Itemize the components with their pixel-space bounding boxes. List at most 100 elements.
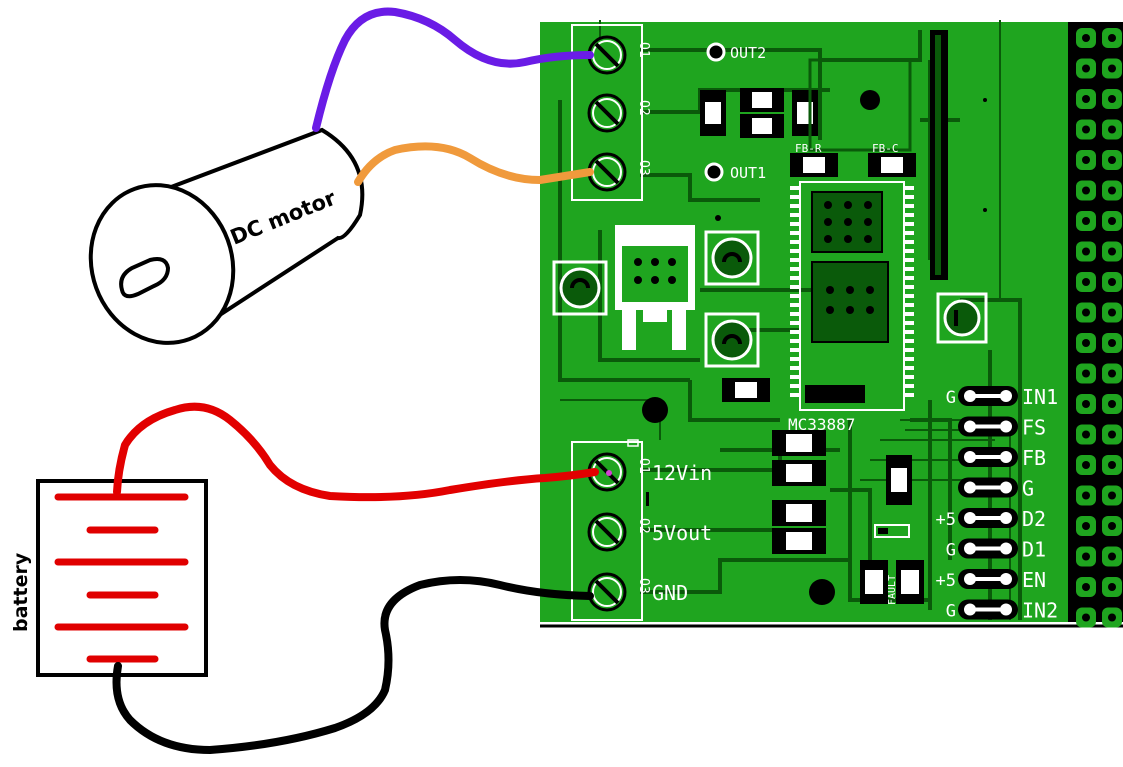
header-pad-hole: [1082, 278, 1090, 286]
ic-pin: [904, 330, 914, 334]
ic-pin: [790, 213, 800, 217]
header-pad-hole: [1082, 156, 1090, 164]
signal-pin-right-label: FS: [1022, 416, 1046, 440]
header-pad-hole: [1108, 400, 1116, 408]
terminal-pin-label: O3: [636, 160, 651, 176]
header-pad-hole: [1082, 491, 1090, 500]
battery-label: battery: [10, 552, 32, 632]
signal-pin-right-label: G: [1022, 477, 1034, 501]
ic-pin: [904, 348, 914, 352]
header-pad-hole: [1082, 34, 1090, 42]
signal-pin-hole: [1000, 481, 1012, 494]
wires: [112, 7, 612, 754]
ic-pin: [904, 375, 914, 379]
ic-pin: [790, 303, 800, 307]
vin-solder-dot: [606, 470, 612, 476]
chip-label: MC33887: [788, 415, 855, 434]
ic-pin: [904, 303, 914, 307]
header-pad-hole: [1108, 156, 1116, 164]
mc33887-ic: MC33887: [788, 181, 914, 434]
signal-pin-row: FS: [958, 416, 1046, 440]
ic-pin: [790, 357, 800, 361]
signal-pin-hole: [1000, 390, 1012, 402]
signal-pin-hole: [964, 420, 976, 433]
header-pad-hole: [1082, 95, 1090, 103]
signal-pin-right-label: EN: [1022, 568, 1046, 592]
terminal-pin-label: O2: [636, 518, 651, 534]
dc-motor: DC motor: [88, 127, 365, 345]
ic-pin: [790, 294, 800, 298]
signal-pin-row: G D1: [946, 538, 1046, 562]
signal-pin-hole: [964, 603, 976, 616]
screw-terminal-ring: [592, 98, 622, 128]
smd-resistors-top: [700, 58, 912, 152]
screw-slot: [594, 42, 620, 68]
fault-label: FAULT: [887, 575, 898, 605]
battery-case: [36, 479, 208, 677]
out2-label: OUT2: [730, 44, 766, 62]
signal-pin-jumper: [975, 424, 1001, 429]
ic-pin: [904, 213, 914, 217]
header-pad-hole: [1082, 247, 1090, 256]
motor-shaft: [119, 257, 171, 299]
screw-slot: [594, 519, 620, 545]
signal-pin-left-label: G: [946, 602, 956, 622]
header-pad-hole: [1108, 64, 1116, 73]
header-pad-hole: [1108, 247, 1116, 256]
signal-pin-left-label: G: [946, 541, 956, 561]
header-pad-hole: [1082, 308, 1090, 317]
ic-pin: [904, 204, 914, 208]
signal-pin-hole: [1000, 603, 1012, 616]
header-pad-hole: [1082, 339, 1090, 347]
output-terminal-outline: [571, 24, 643, 201]
signal-pin-jumper: [975, 516, 1001, 520]
signal-pin-right-label: D2: [1022, 507, 1046, 531]
terminal-pin-label: O1: [636, 458, 651, 474]
ic-pin: [904, 258, 914, 262]
battery: battery: [10, 479, 208, 677]
fb-c-label: FB-C: [872, 142, 899, 155]
header-pad-hole: [1108, 278, 1116, 286]
header-pad-hole: [1108, 186, 1116, 195]
signal-pin-hole: [964, 573, 976, 585]
header-pad-hole: [1082, 613, 1090, 622]
signal-pin-right-label: FB: [1022, 446, 1046, 470]
header-pad-hole: [1082, 400, 1090, 408]
signal-pin-hole: [1000, 420, 1012, 433]
battery-cells: [54, 493, 189, 663]
header-pad-hole: [1082, 64, 1090, 73]
signal-pin-hole: [1000, 573, 1012, 585]
header-pad-hole: [1108, 95, 1116, 103]
ic-pin: [904, 384, 914, 388]
header-pad-hole: [1108, 34, 1116, 42]
ic-pin: [904, 231, 914, 235]
out1-pad: OUT1: [704, 162, 766, 182]
ic-pin: [790, 384, 800, 388]
header-pad-hole: [1082, 369, 1090, 378]
feedback-resistors: FB-R FB-C: [790, 142, 916, 177]
header-pad-hole: [1082, 583, 1090, 591]
signal-pin-hole: [964, 481, 976, 494]
ic-pin: [790, 366, 800, 370]
header-pad-hole: [1082, 461, 1090, 469]
signal-pin-right-label: IN2: [1022, 599, 1058, 623]
signal-pin-hole: [964, 542, 976, 555]
ic-pin: [790, 393, 800, 397]
signal-pin-hole: [964, 390, 976, 402]
ic-pin: [904, 393, 914, 397]
ic-pin: [790, 267, 800, 271]
ic-pin: [790, 231, 800, 235]
ic-pin: [904, 339, 914, 343]
vout-label: 5Vout: [652, 521, 712, 545]
wire-red: [113, 402, 599, 502]
screw-slot: [594, 100, 620, 126]
header-pad-hole: [1082, 217, 1090, 225]
signal-pin-left-label: +5: [936, 510, 956, 530]
ic-pin: [904, 249, 914, 253]
signal-pin-right-label: D1: [1022, 538, 1046, 562]
